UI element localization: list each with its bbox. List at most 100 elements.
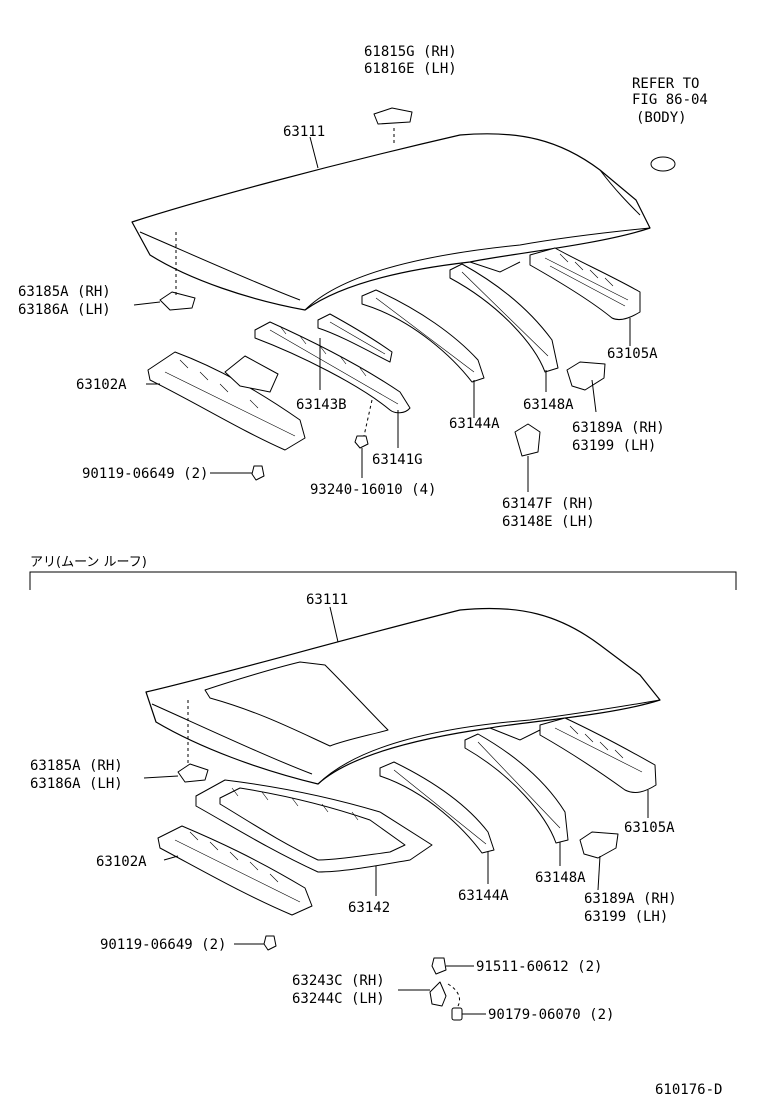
label-63142: 63142 — [348, 900, 390, 916]
side-bracket — [566, 361, 606, 391]
svg-text:63111: 63111 — [306, 592, 348, 608]
svg-text:63143B: 63143B — [296, 397, 347, 413]
label-63185a-top: 63185A (RH) — [18, 284, 111, 300]
rear-rail — [529, 247, 641, 321]
clip-93240 — [354, 435, 369, 449]
label-63105a-top: 63105A — [607, 346, 658, 362]
svg-text:63144A: 63144A — [458, 888, 509, 904]
svg-text:63186A (LH): 63186A (LH) — [18, 302, 111, 318]
svg-text:63244C (LH): 63244C (LH) — [292, 991, 385, 1007]
clip-90119-bottom — [263, 935, 277, 951]
label-90179: 90179-06070 (2) — [488, 1007, 614, 1023]
label-63243c: 63243C (RH) — [292, 973, 385, 989]
svg-text:63199 (LH): 63199 (LH) — [584, 909, 668, 925]
svg-text:63185A (RH): 63185A (RH) — [30, 758, 123, 774]
screw-91511 — [431, 957, 447, 975]
label-91511: 91511-60612 (2) — [476, 959, 602, 975]
svg-text:63189A (RH): 63189A (RH) — [572, 420, 665, 436]
svg-text:90179-06070 (2): 90179-06070 (2) — [488, 1007, 614, 1023]
svg-text:63141G: 63141G — [372, 452, 423, 468]
roof-panel — [131, 133, 651, 311]
clip-90179 — [451, 1007, 463, 1021]
label-63102a-bottom: 63102A — [96, 854, 147, 870]
label-63144a-top: 63144A — [449, 416, 500, 432]
roof-rib-rear-moonroof — [464, 733, 569, 844]
label-63148a-bottom: 63148A — [535, 870, 586, 886]
svg-text:90119-06649 (2): 90119-06649 (2) — [82, 466, 208, 482]
svg-text:61816E (LH): 61816E (LH) — [364, 61, 457, 77]
section-title-moonroof: アリ(ムーン ルーフ) — [30, 555, 147, 570]
svg-text:90119-06649 (2): 90119-06649 (2) — [100, 937, 226, 953]
svg-text:61815G (RH): 61815G (RH) — [364, 44, 457, 60]
rear-rail-moonroof — [539, 717, 657, 793]
svg-text:63243C (RH): 63243C (RH) — [292, 973, 385, 989]
label-90119-top: 90119-06649 (2) — [82, 466, 208, 482]
refer-line-1: REFER TO — [632, 76, 699, 92]
label-63244c: 63244C (LH) — [292, 991, 385, 1007]
label-63199-top: 63199 (LH) — [572, 438, 656, 454]
refer-line-2: FIG 86-04 — [632, 92, 708, 108]
label-63111-top: 63111 — [283, 124, 325, 140]
svg-text:63148E (LH): 63148E (LH) — [502, 514, 595, 530]
svg-text:63148A: 63148A — [535, 870, 586, 886]
roof-rib-middle — [361, 289, 485, 383]
label-63148e: 63148E (LH) — [502, 514, 595, 530]
label-63185a-bottom: 63185A (RH) — [30, 758, 123, 774]
svg-text:63148A: 63148A — [523, 397, 574, 413]
roof-cap — [373, 107, 413, 125]
svg-text:63147F (RH): 63147F (RH) — [502, 496, 595, 512]
label-61816e: 61816E (LH) — [364, 61, 457, 77]
svg-text:63199 (LH): 63199 (LH) — [572, 438, 656, 454]
svg-text:アリ(ムーン ルーフ): アリ(ムーン ルーフ) — [30, 555, 147, 570]
svg-text:63102A: 63102A — [96, 854, 147, 870]
clip-90119-top — [251, 465, 265, 481]
top-section: 61815G (RH) 61816E (LH) REFER TO FIG 86-… — [18, 44, 708, 530]
svg-text:63105A: 63105A — [607, 346, 658, 362]
roof-rib-rear — [449, 263, 559, 373]
svg-text:63185A (RH): 63185A (RH) — [18, 284, 111, 300]
rail-bracket — [514, 423, 541, 457]
svg-text:91511-60612 (2): 91511-60612 (2) — [476, 959, 602, 975]
label-63148a-top: 63148A — [523, 397, 574, 413]
label-63141g: 63141G — [372, 452, 423, 468]
front-header — [254, 321, 411, 414]
label-63144a-bottom: 63144A — [458, 888, 509, 904]
front-reinforcement-panel — [147, 351, 306, 451]
svg-text:(BODY): (BODY) — [636, 110, 687, 126]
svg-text:93240-16010 (4): 93240-16010 (4) — [310, 482, 436, 498]
svg-text:63189A (RH): 63189A (RH) — [584, 891, 677, 907]
label-63189a-top: 63189A (RH) — [572, 420, 665, 436]
svg-text:610176-D: 610176-D — [655, 1082, 722, 1098]
diagram-ref-code: 610176-D — [655, 1082, 722, 1098]
bottom-section: 63111 63185A (RH) 63186A (LH) 63102A 631… — [30, 592, 677, 1023]
svg-text:63142: 63142 — [348, 900, 390, 916]
svg-text:REFER TO: REFER TO — [632, 76, 699, 92]
label-63143b: 63143B — [296, 397, 347, 413]
label-63186a-top: 63186A (LH) — [18, 302, 111, 318]
label-63186a-bottom: 63186A (LH) — [30, 776, 123, 792]
label-63199-bottom: 63199 (LH) — [584, 909, 668, 925]
svg-text:63105A: 63105A — [624, 820, 675, 836]
roof-rib-middle-moonroof — [379, 761, 495, 854]
label-93240: 93240-16010 (4) — [310, 482, 436, 498]
label-61815g: 61815G (RH) — [364, 44, 457, 60]
front-reinforcement-panel-moonroof — [157, 825, 313, 916]
label-63111-bottom: 63111 — [306, 592, 348, 608]
label-90119-bottom: 90119-06649 (2) — [100, 937, 226, 953]
roof-panel-moonroof — [145, 607, 661, 785]
svg-text:FIG 86-04: FIG 86-04 — [632, 92, 708, 108]
roof-bracket-moonroof — [177, 763, 209, 783]
drain-bracket — [429, 981, 447, 1007]
svg-text:63111: 63111 — [283, 124, 325, 140]
label-63102a-top: 63102A — [76, 377, 127, 393]
refer-line-3: (BODY) — [636, 110, 687, 126]
side-bracket-moonroof — [579, 831, 619, 859]
label-63147f: 63147F (RH) — [502, 496, 595, 512]
label-63105a-bottom: 63105A — [624, 820, 675, 836]
svg-text:63186A (LH): 63186A (LH) — [30, 776, 123, 792]
svg-text:63144A: 63144A — [449, 416, 500, 432]
moonroof-opening — [204, 661, 389, 747]
label-63189a-bottom: 63189A (RH) — [584, 891, 677, 907]
